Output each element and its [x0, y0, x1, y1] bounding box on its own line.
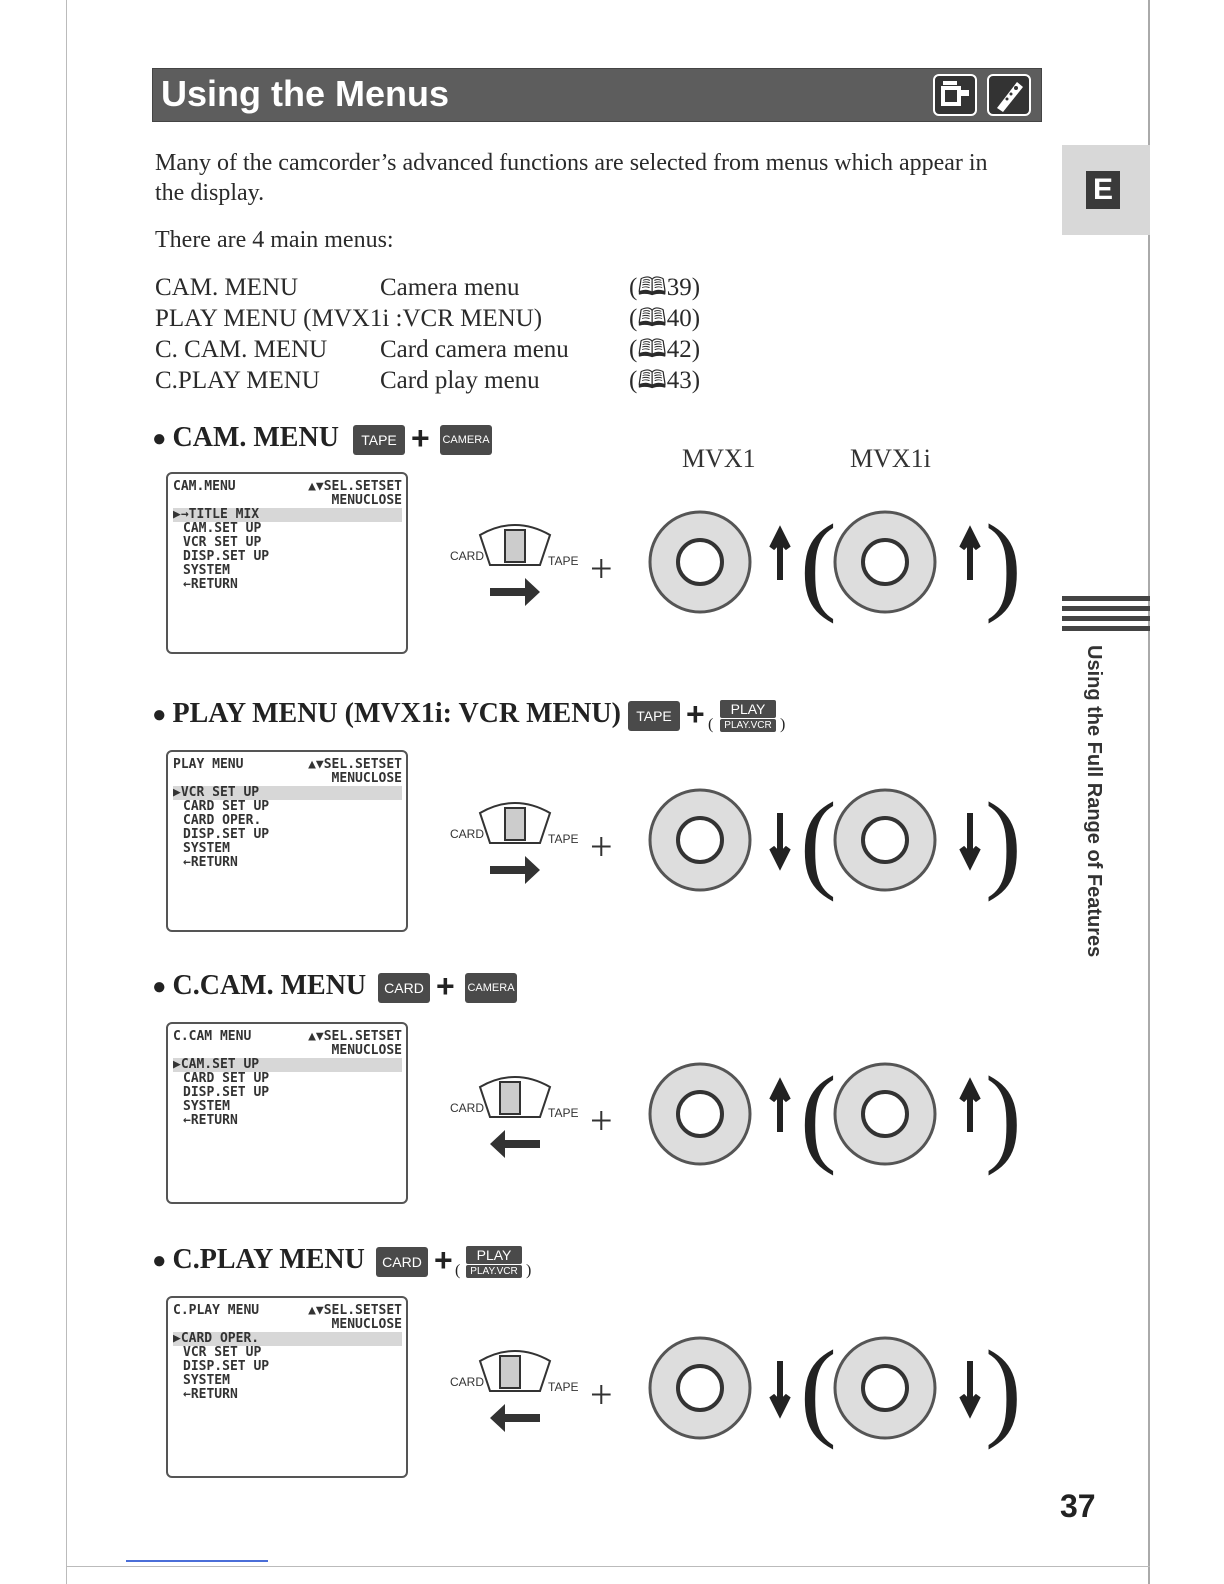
switch-dial-diagram: CARD TAPE + ( ) — [450, 1328, 1020, 1450]
section-heading: ●C.PLAY MENU — [152, 1244, 365, 1275]
menu-item: CARD SET UP — [183, 799, 270, 814]
camcorder-icon — [933, 74, 977, 116]
menu-item-selected: ▶CARD OPER. — [173, 1332, 402, 1346]
section-marker-bars — [1062, 596, 1150, 636]
plus-sign: + — [436, 968, 455, 1004]
svg-text:+: + — [590, 546, 613, 591]
section-heading: ●PLAY MENU (MVX1i: VCR MENU) — [152, 698, 621, 729]
svg-text:+: + — [590, 1098, 613, 1143]
tape-button-icon: TAPE — [628, 701, 680, 731]
tape-button-icon: TAPE — [353, 425, 405, 455]
section-side-label: Using the Full Range of Features — [1083, 645, 1105, 958]
menu-item: ←RETURN — [183, 855, 238, 870]
svg-text:+: + — [590, 824, 613, 869]
model-label-mvx1: MVX1 — [682, 444, 756, 473]
switch-dial-diagram: CARD TAPE + ( ) — [450, 502, 1020, 624]
switch-dial-diagram: CARD TAPE + ( ) — [450, 1054, 1020, 1176]
menu-item: VCR SET UP — [183, 535, 262, 550]
menu-item: SYSTEM — [183, 563, 230, 578]
page-title: Using the Menus — [161, 73, 450, 114]
section-title-bar: Using the Menus — [152, 68, 1042, 122]
svg-text:CARD: CARD — [450, 1101, 484, 1115]
menu-item-selected: ▶→TITLE MIX — [173, 508, 402, 522]
language-tab: E — [1062, 145, 1150, 235]
menu-item: VCR SET UP — [183, 1345, 262, 1360]
menu-item: CARD OPER. — [183, 813, 262, 828]
menu-item: ←RETURN — [183, 1113, 238, 1128]
menu-item: ←RETURN — [183, 1387, 238, 1402]
plus-sign: + — [434, 1242, 453, 1278]
svg-text:): ) — [985, 502, 1020, 624]
menu-item-selected: ▶CAM.SET UP — [173, 1058, 402, 1072]
remote-control-icon — [987, 74, 1031, 116]
menu-item: DISP.SET UP — [183, 1359, 270, 1374]
page-bottom-line — [66, 1566, 1150, 1567]
svg-text:): ) — [985, 780, 1020, 902]
svg-text:(: ( — [800, 502, 837, 624]
menu-item: DISP.SET UP — [183, 549, 270, 564]
page-edge-line — [1148, 0, 1150, 1584]
svg-text:CARD: CARD — [450, 1375, 484, 1389]
svg-text:(: ( — [800, 1054, 837, 1176]
svg-text:TAPE: TAPE — [548, 1106, 578, 1120]
menu-item: SYSTEM — [183, 1099, 230, 1114]
page-number: 37 — [1060, 1488, 1096, 1524]
card-label: CARD — [450, 549, 484, 563]
plus-sign: + — [686, 696, 705, 732]
menu-item: ←RETURN — [183, 577, 238, 592]
switch-dial-diagram: CARD TAPE + ( ) — [450, 780, 1020, 902]
model-label-mvx1i: MVX1i — [850, 444, 931, 473]
section-heading: ●CAM. MENU — [152, 422, 339, 453]
menu-item: CAM.SET UP — [183, 521, 262, 536]
plus-sign: + — [411, 420, 430, 456]
svg-text:TAPE: TAPE — [548, 1380, 578, 1394]
menu-item: DISP.SET UP — [183, 827, 270, 842]
svg-text:(: ( — [800, 1328, 837, 1450]
menu-item-selected: ▶VCR SET UP — [173, 786, 402, 800]
tape-label: TAPE — [548, 554, 578, 568]
card-button-icon: CARD — [378, 973, 430, 1003]
menu-item: SYSTEM — [183, 1373, 230, 1388]
page-margin-line — [66, 0, 67, 1584]
svg-text:): ) — [985, 1054, 1020, 1176]
footer-link-line — [126, 1560, 268, 1562]
camera-button-icon: CAMERA — [465, 973, 517, 1003]
svg-text:+: + — [590, 1372, 613, 1417]
svg-text:(: ( — [800, 780, 837, 902]
card-button-icon: CARD — [376, 1247, 428, 1277]
camera-button-icon: CAMERA — [440, 425, 492, 455]
intro-paragraph: Many of the camcorder’s advanced functio… — [155, 150, 988, 206]
menus-count-text: There are 4 main menus: — [155, 227, 394, 253]
svg-text:TAPE: TAPE — [548, 832, 578, 846]
section-heading: ●C.CAM. MENU — [152, 970, 367, 1001]
menu-item: DISP.SET UP — [183, 1085, 270, 1100]
svg-text:CARD: CARD — [450, 827, 484, 841]
language-tab-letter: E — [1086, 171, 1120, 209]
menu-item: SYSTEM — [183, 841, 230, 856]
svg-text:): ) — [985, 1328, 1020, 1450]
menu-item: CARD SET UP — [183, 1071, 270, 1086]
